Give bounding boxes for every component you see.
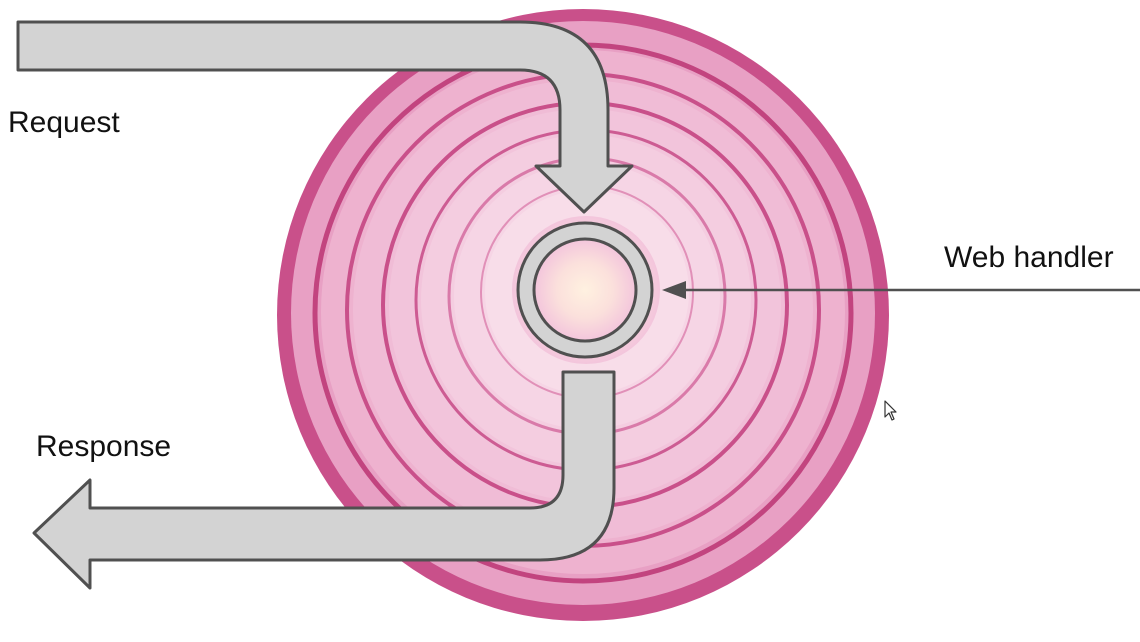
response-label: Response xyxy=(36,430,172,463)
web-handler-label: Web handler xyxy=(944,241,1114,274)
pointer-arrowhead xyxy=(662,281,686,299)
response-arrow xyxy=(32,370,616,590)
web-handler-pointer xyxy=(662,281,1140,299)
request-label: Request xyxy=(8,106,120,139)
mouse-pointer-icon xyxy=(884,400,897,421)
web-handler-ring xyxy=(516,221,654,359)
request-arrow xyxy=(16,20,634,214)
